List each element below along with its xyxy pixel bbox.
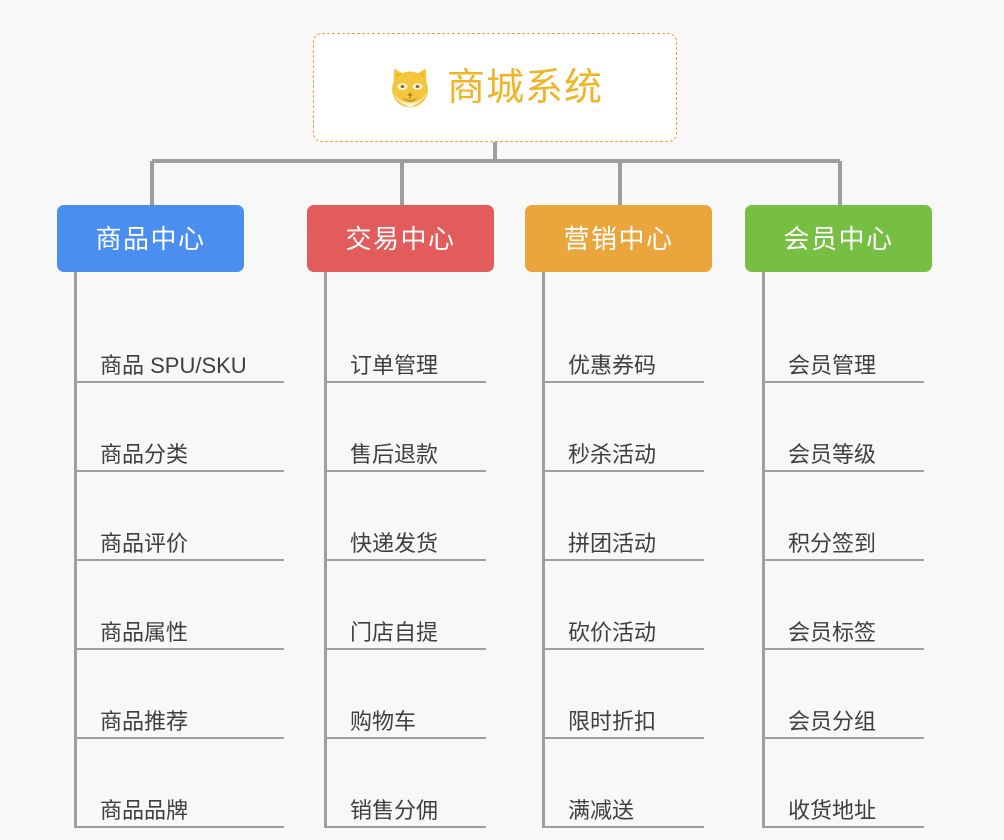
leaf-item[interactable]: 会员分组 bbox=[745, 650, 932, 739]
leaf-item[interactable]: 门店自提 bbox=[307, 561, 494, 650]
leaf-item[interactable]: 售后退款 bbox=[307, 383, 494, 472]
leaf-underline bbox=[542, 826, 704, 828]
leaf-item[interactable]: 砍价活动 bbox=[525, 561, 712, 650]
leaf-underline bbox=[762, 381, 924, 383]
category-box[interactable]: 会员中心 bbox=[745, 205, 932, 272]
leaf-item-label: 会员标签 bbox=[788, 620, 877, 645]
category-box[interactable]: 交易中心 bbox=[307, 205, 494, 272]
leaf-underline bbox=[542, 737, 704, 739]
leaf-underline bbox=[324, 559, 486, 561]
leaf-item[interactable]: 快递发货 bbox=[307, 472, 494, 561]
category-label: 会员中心 bbox=[783, 223, 894, 254]
leaf-underline bbox=[762, 648, 924, 650]
leaf-underline bbox=[324, 826, 486, 828]
leaf-list: 订单管理售后退款快递发货门店自提购物车销售分佣 bbox=[307, 272, 494, 828]
leaf-list: 优惠券码秒杀活动拼团活动砍价活动限时折扣满减送 bbox=[525, 272, 712, 828]
leaf-item[interactable]: 商品属性 bbox=[57, 561, 284, 650]
leaf-underline bbox=[74, 381, 284, 383]
leaf-underline bbox=[74, 470, 284, 472]
leaf-underline bbox=[542, 381, 704, 383]
leaf-underline bbox=[74, 826, 284, 828]
branch-column-3: 营销中心优惠券码秒杀活动拼团活动砍价活动限时折扣满减送 bbox=[525, 205, 712, 828]
leaf-underline bbox=[324, 470, 486, 472]
leaf-item[interactable]: 拼团活动 bbox=[525, 472, 712, 561]
leaf-item[interactable]: 限时折扣 bbox=[525, 650, 712, 739]
leaf-underline bbox=[762, 470, 924, 472]
leaf-underline bbox=[324, 737, 486, 739]
leaf-item-label: 满减送 bbox=[568, 798, 635, 823]
category-label: 营销中心 bbox=[563, 223, 674, 254]
leaf-item-label: 会员等级 bbox=[788, 442, 877, 467]
branch-spine bbox=[542, 272, 545, 828]
category-box[interactable]: 商品中心 bbox=[57, 205, 244, 272]
branch-spine bbox=[324, 272, 327, 828]
leaf-item[interactable]: 收货地址 bbox=[745, 739, 932, 828]
leaf-item[interactable]: 会员等级 bbox=[745, 383, 932, 472]
leaf-item-label: 积分签到 bbox=[788, 531, 877, 556]
category-box[interactable]: 营销中心 bbox=[525, 205, 712, 272]
leaf-item-label: 商品分类 bbox=[100, 442, 189, 467]
leaf-underline bbox=[762, 559, 924, 561]
leaf-item[interactable]: 商品品牌 bbox=[57, 739, 284, 828]
leaf-item-label: 门店自提 bbox=[350, 620, 439, 645]
leaf-item-label: 销售分佣 bbox=[350, 798, 439, 823]
leaf-underline bbox=[762, 826, 924, 828]
leaf-item[interactable]: 商品评价 bbox=[57, 472, 284, 561]
leaf-item-label: 限时折扣 bbox=[568, 709, 657, 734]
root-node[interactable]: 商城系统 bbox=[313, 33, 677, 142]
leaf-item[interactable]: 秒杀活动 bbox=[525, 383, 712, 472]
leaf-item[interactable]: 购物车 bbox=[307, 650, 494, 739]
leaf-item-label: 商品品牌 bbox=[100, 798, 189, 823]
leaf-underline bbox=[762, 737, 924, 739]
leaf-item-label: 砍价活动 bbox=[568, 620, 657, 645]
leaf-item-label: 秒杀活动 bbox=[568, 442, 657, 467]
leaf-item[interactable]: 满减送 bbox=[525, 739, 712, 828]
leaf-underline bbox=[324, 648, 486, 650]
leaf-item[interactable]: 积分签到 bbox=[745, 472, 932, 561]
leaf-item-label: 收货地址 bbox=[788, 798, 877, 823]
leaf-item-label: 优惠券码 bbox=[568, 353, 657, 378]
leaf-item-label: 商品评价 bbox=[100, 531, 189, 556]
branch-column-2: 交易中心订单管理售后退款快递发货门店自提购物车销售分佣 bbox=[307, 205, 494, 828]
branch-column-1: 商品中心商品 SPU/SKU 商品分类商品评价商品属性商品推荐商品品牌 bbox=[57, 205, 284, 828]
leaf-item-label: 会员管理 bbox=[788, 353, 877, 378]
leaf-item[interactable]: 订单管理 bbox=[307, 294, 494, 383]
leaf-item[interactable]: 会员管理 bbox=[745, 294, 932, 383]
leaf-item[interactable]: 优惠券码 bbox=[525, 294, 712, 383]
leaf-item[interactable]: 销售分佣 bbox=[307, 739, 494, 828]
leaf-item-label: 商品推荐 bbox=[100, 709, 189, 734]
leaf-item-label: 拼团活动 bbox=[568, 531, 657, 556]
leaf-item-label: 商品属性 bbox=[100, 620, 189, 645]
leaf-underline bbox=[542, 559, 704, 561]
leaf-underline bbox=[74, 559, 284, 561]
branch-spine bbox=[762, 272, 765, 828]
leaf-underline bbox=[324, 381, 486, 383]
branch-column-4: 会员中心会员管理会员等级积分签到会员标签会员分组收货地址 bbox=[745, 205, 932, 828]
leaf-item[interactable]: 商品 SPU/SKU bbox=[57, 294, 284, 383]
leaf-item[interactable]: 商品推荐 bbox=[57, 650, 284, 739]
leaf-item-label: 商品 SPU/SKU bbox=[100, 353, 247, 378]
branch-spine bbox=[74, 272, 77, 828]
leaf-underline bbox=[542, 470, 704, 472]
leaf-item-label: 订单管理 bbox=[350, 353, 439, 378]
leaf-item-label: 会员分组 bbox=[788, 709, 877, 734]
leaf-underline bbox=[74, 737, 284, 739]
leaf-item-label: 售后退款 bbox=[350, 442, 439, 467]
leaf-item[interactable]: 会员标签 bbox=[745, 561, 932, 650]
leaf-item[interactable]: 商品分类 bbox=[57, 383, 284, 472]
root-title: 商城系统 bbox=[446, 66, 603, 109]
shiba-dog-icon bbox=[392, 68, 428, 107]
leaf-item-label: 购物车 bbox=[350, 709, 417, 734]
category-label: 交易中心 bbox=[345, 223, 456, 254]
category-label: 商品中心 bbox=[95, 223, 206, 254]
leaf-list: 会员管理会员等级积分签到会员标签会员分组收货地址 bbox=[745, 272, 932, 828]
leaf-item-label: 快递发货 bbox=[350, 531, 439, 556]
leaf-underline bbox=[74, 648, 284, 650]
leaf-underline bbox=[542, 648, 704, 650]
leaf-list: 商品 SPU/SKU 商品分类商品评价商品属性商品推荐商品品牌 bbox=[57, 272, 284, 828]
